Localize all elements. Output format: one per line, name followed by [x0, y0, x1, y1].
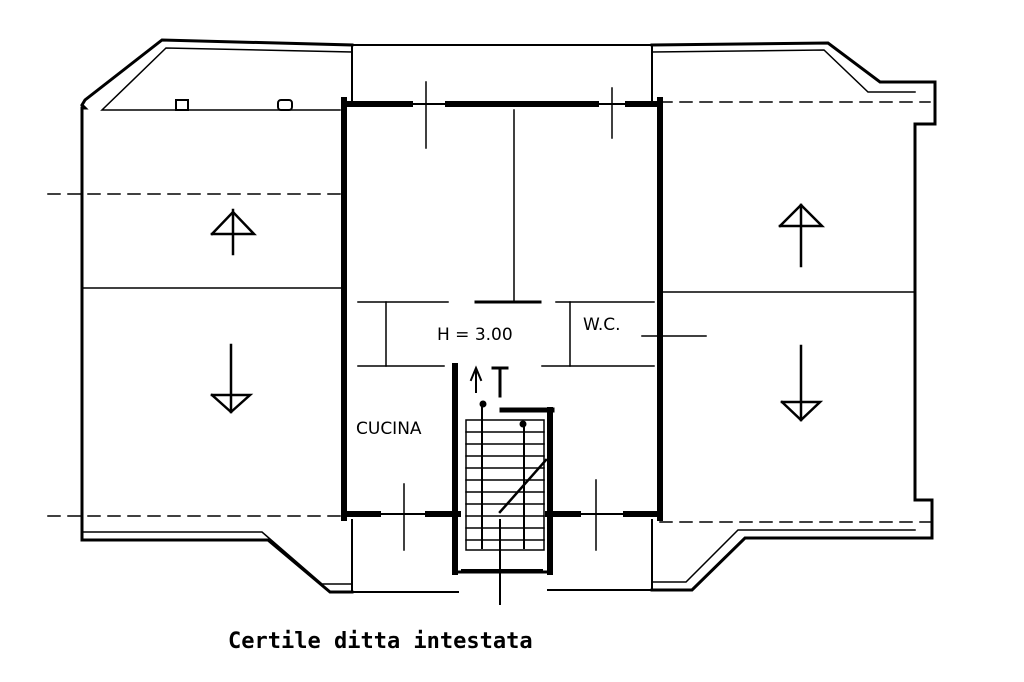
stairwell	[452, 363, 555, 605]
bottom-balcony	[351, 519, 653, 593]
stair-direction-arrow-icon	[469, 365, 483, 393]
slope-arrow-down-icon	[210, 343, 254, 414]
interior-partitions	[357, 109, 707, 367]
courtyard-caption: Certile ditta intestata	[228, 629, 533, 654]
room-height-label: H = 3.00	[437, 325, 513, 345]
kitchen-label: CUCINA	[356, 419, 422, 439]
left-wing	[47, 38, 354, 594]
slope-arrow-down-icon	[780, 344, 824, 422]
left-wing-inner-bottom	[83, 531, 353, 585]
stair-landing	[465, 419, 545, 551]
wc-label: W.C.	[583, 315, 621, 335]
right-wing-inner-bottom	[651, 529, 916, 583]
slope-arrow-up-icon	[778, 203, 826, 268]
top-balcony	[351, 44, 653, 101]
apartment-walls	[341, 97, 663, 521]
left-wing-outline	[80, 38, 354, 594]
right-wing-inner-outline	[651, 49, 916, 93]
vent-icon	[277, 99, 293, 111]
stair-post-icon	[491, 366, 509, 398]
vent-icon	[175, 99, 189, 111]
stair-newel-icon	[519, 420, 527, 428]
right-wing-outline	[650, 41, 937, 592]
right-wing	[650, 41, 937, 592]
slope-arrow-up-icon	[210, 208, 257, 256]
stair-treads	[465, 431, 545, 541]
stair-newel-icon	[479, 400, 487, 408]
left-wing-inner-outline	[100, 47, 353, 111]
window-markers	[403, 81, 613, 551]
